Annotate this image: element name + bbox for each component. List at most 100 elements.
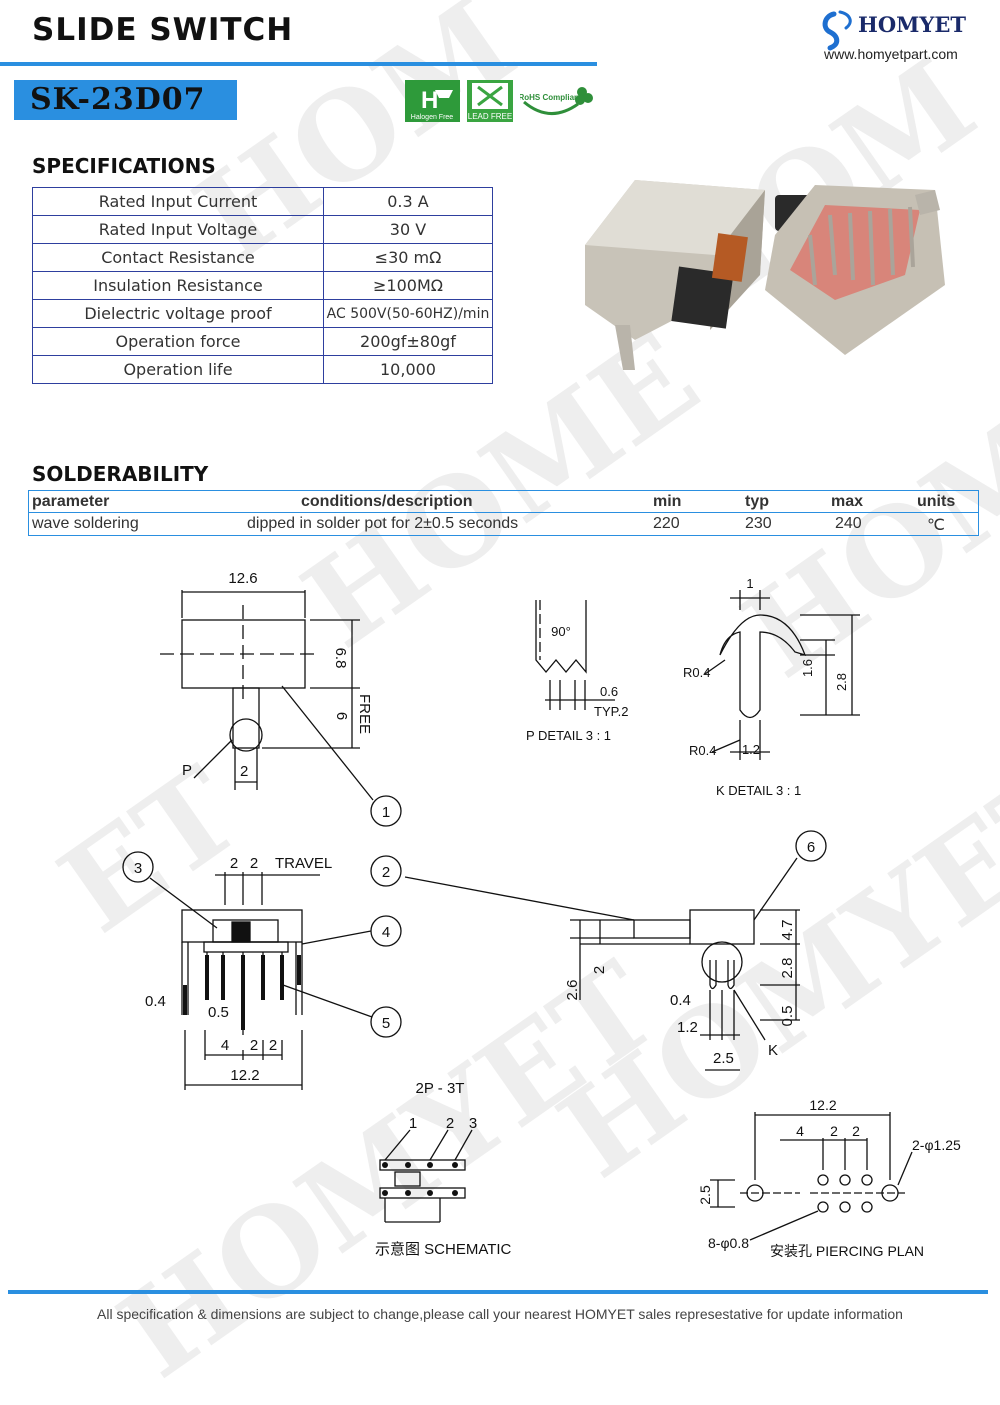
svg-text:R0.4: R0.4 [683, 665, 710, 680]
svg-text:2.8: 2.8 [834, 673, 849, 691]
svg-text:6: 6 [807, 839, 815, 856]
svg-text:RoHS Compliant: RoHS Compliant [520, 93, 582, 102]
brand-logo: HOMYET www.homyetpart.com [816, 8, 986, 68]
technical-drawing: 12.6 6.8 6 FREE P 2 1 90° 0.6 TYP.2 P DE… [122, 570, 961, 1259]
callout-2 [370, 855, 402, 887]
spec-value: ≤30 mΩ [323, 243, 493, 272]
svg-text:1.2: 1.2 [742, 742, 760, 757]
spec-param: Rated Input Voltage [32, 215, 324, 244]
svg-text:0.4: 0.4 [670, 992, 691, 1009]
header-min: min [653, 493, 682, 510]
product-photo [585, 180, 945, 370]
rohs-icon: RoHS Compliant [518, 87, 593, 115]
specifications-heading: SPECIFICATIONS [32, 154, 216, 178]
header-typ: typ [745, 493, 769, 510]
spec-param: Dielectric voltage proof [32, 299, 324, 328]
svg-text:2: 2 [240, 763, 248, 780]
header-conditions: conditions/description [301, 493, 473, 510]
callout-1 [370, 795, 402, 827]
spec-param: Contact Resistance [32, 243, 324, 272]
svg-text:5: 5 [382, 1015, 390, 1032]
callout-4 [370, 915, 402, 947]
svg-text:0.5: 0.5 [779, 1006, 796, 1027]
header-max: max [831, 493, 864, 510]
svg-text:2: 2 [250, 855, 258, 872]
svg-text:2-φ1.25: 2-φ1.25 [912, 1137, 961, 1153]
svg-text:TRAVEL: TRAVEL [275, 855, 332, 872]
svg-text:1.2: 1.2 [677, 1019, 698, 1036]
row-typ: 230 [745, 515, 772, 532]
svg-text:2: 2 [230, 855, 238, 872]
rohs-badge: RoHS Compliant [518, 80, 594, 122]
solderability-heading: SOLDERABILITY [32, 462, 209, 486]
svg-text:示意图 SCHEMATIC: 示意图 SCHEMATIC [375, 1240, 512, 1258]
svg-text:2.5: 2.5 [697, 1185, 713, 1205]
svg-text:K: K [768, 1042, 778, 1059]
callout-3 [122, 851, 154, 883]
row-units: ℃ [927, 517, 945, 534]
spec-value: AC 500V(50-60HZ)/min [323, 299, 493, 328]
svg-text:4.7: 4.7 [779, 920, 796, 941]
svg-text:1: 1 [382, 804, 390, 821]
svg-text:P: P [182, 762, 192, 779]
side-view-body [689, 909, 755, 945]
page-title: SLIDE SWITCH [32, 12, 294, 48]
svg-text:TYP.2: TYP.2 [594, 704, 628, 719]
lead-free-badge: LEAD FREE [467, 80, 513, 122]
svg-text:2: 2 [250, 1037, 258, 1054]
svg-text:2.8: 2.8 [779, 958, 796, 979]
spec-value: 10,000 [323, 355, 493, 384]
svg-text:12.2: 12.2 [809, 1097, 836, 1113]
spec-value: 30 V [323, 215, 493, 244]
svg-text:2: 2 [830, 1123, 838, 1139]
svg-text:2.6: 2.6 [564, 980, 581, 1001]
svg-text:LEAD FREE: LEAD FREE [468, 112, 512, 121]
svg-text:K DETAIL 3 : 1: K DETAIL 3 : 1 [716, 783, 801, 798]
header-divider [0, 62, 597, 66]
halogen-free-icon: H Halogen Free [405, 80, 460, 122]
svg-text:2.5: 2.5 [713, 1050, 734, 1067]
svg-text:2P - 3T: 2P - 3T [416, 1080, 465, 1097]
svg-text:0.4: 0.4 [145, 993, 166, 1010]
header-parameter: parameter [32, 493, 110, 510]
homyet-logo-icon [822, 10, 852, 51]
svg-text:P DETAIL 3 : 1: P DETAIL 3 : 1 [526, 728, 611, 743]
svg-text:2: 2 [269, 1037, 277, 1054]
spec-value: 0.3 A [323, 187, 493, 216]
svg-text:2: 2 [446, 1115, 454, 1132]
header-units: units [917, 493, 956, 510]
row-min: 220 [653, 515, 680, 532]
svg-text:1.6: 1.6 [800, 659, 815, 677]
svg-text:FREE: FREE [356, 694, 373, 734]
svg-text:1: 1 [746, 576, 753, 591]
svg-text:H: H [421, 87, 438, 114]
spec-param: Insulation Resistance [32, 271, 324, 300]
row-max: 240 [835, 515, 862, 532]
footer-note: All specification & dimensions are subje… [97, 1306, 903, 1322]
svg-text:0.5: 0.5 [208, 1004, 229, 1021]
svg-text:2: 2 [852, 1123, 860, 1139]
svg-text:6: 6 [333, 712, 350, 720]
spec-param: Operation force [32, 327, 324, 356]
switch-actuator-left [671, 266, 734, 329]
spec-value: 200gf±80gf [323, 327, 493, 356]
svg-text:6.8: 6.8 [332, 648, 349, 669]
svg-text:2: 2 [382, 864, 390, 881]
svg-text:12.6: 12.6 [228, 570, 257, 587]
brand-name: HOMYET [858, 12, 967, 37]
svg-text:12.2: 12.2 [230, 1067, 259, 1084]
svg-text:3: 3 [469, 1115, 477, 1132]
svg-text:3: 3 [134, 860, 142, 877]
spec-row: Insulation Resistance≥100MΩ [32, 271, 493, 300]
svg-text:安装孔 PIERCING PLAN: 安装孔 PIERCING PLAN [770, 1243, 924, 1259]
brand-url[interactable]: www.homyetpart.com [824, 46, 958, 62]
row-conditions: dipped in solder pot for 2±0.5 seconds [247, 515, 519, 532]
solderability-table: parameter conditions/description min typ… [28, 490, 979, 536]
svg-text:R0.4: R0.4 [689, 743, 716, 758]
spec-row: Contact Resistance≤30 mΩ [32, 243, 493, 272]
row-parameter: wave soldering [32, 515, 139, 532]
